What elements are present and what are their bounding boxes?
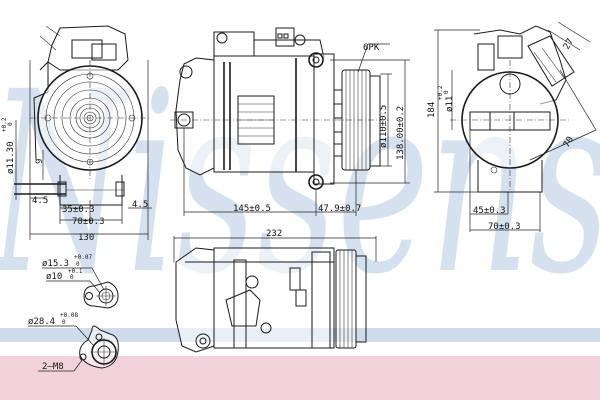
belt-label: 6PK [363, 43, 380, 53]
discharge-port-labels: ø28.4 +0.08 0 2–M8 [28, 312, 78, 372]
discharge-port-detail [28, 325, 119, 372]
front-view [14, 25, 152, 240]
shaft-tol-upper: +0.2 [1, 117, 8, 132]
thread-label: 2–M8 [42, 362, 64, 372]
discharge-dia: ø28.4 [28, 317, 55, 327]
overall-length-label: 232 [266, 229, 282, 239]
suction-inner-dia: ø10 [46, 272, 62, 282]
dim-width: 130 [78, 233, 94, 243]
port-spacing-label: 27 [562, 37, 576, 51]
dim-left-offset: 4.5 [32, 196, 48, 206]
dim-mount: 70±0.3 [72, 217, 105, 227]
suction-outer-tol-lower: 0 [76, 261, 80, 268]
rear-height-label: 184 [427, 102, 437, 118]
discharge-tol-upper: +0.08 [60, 312, 78, 319]
rear-view-labels: 184 ø11 +0.2 0 27 70 45±0.3 70±0.3 [427, 37, 576, 232]
dim-half-mount: 35±0.3 [62, 205, 95, 215]
side-view [170, 27, 410, 216]
top-view [173, 236, 377, 353]
dim-nine: 9 [35, 159, 45, 164]
side-view-labels: 6PK ø110±0.5 138.00±0.2 145±0.5 47.9±0.7 [233, 43, 406, 214]
shaft-dia-label: ø11.30 [6, 141, 16, 174]
dim-right-offset: 4.5 [132, 200, 148, 210]
rear-mount-label: 70±0.3 [488, 222, 521, 232]
diag-label: 70 [562, 135, 576, 149]
suction-inner-tol-upper: +0.1 [68, 268, 83, 275]
suction-port-labels: ø15.3 +0.07 0 ø10 +0.1 0 [42, 254, 92, 282]
suction-port-detail [42, 267, 119, 309]
pulley-offset-label: 47.9±0.7 [318, 204, 361, 214]
front-view-labels: ø11.30 +0.2 0 9 4.5 35±0.3 4.5 70±0.3 13… [1, 117, 148, 243]
top-view-labels: 232 [266, 229, 282, 239]
discharge-tol-lower: 0 [62, 319, 66, 326]
port-tol-lower: 0 [443, 90, 450, 94]
suction-outer-tol-upper: +0.07 [74, 254, 92, 261]
shaft-tol-lower: 0 [7, 122, 14, 126]
body-length-label: 145±0.5 [233, 204, 271, 214]
rear-view [434, 21, 597, 232]
pulley-dia-label: ø110±0.5 [379, 105, 389, 148]
port-dia-label: ø11 [445, 96, 455, 112]
suction-outer-dia: ø15.3 [42, 259, 69, 269]
port-tol-upper: +0.2 [437, 85, 444, 100]
height-label: 138.00±0.2 [396, 106, 406, 160]
suction-inner-tol-lower: 0 [70, 274, 74, 281]
rear-half-mount-label: 45±0.3 [473, 206, 506, 216]
